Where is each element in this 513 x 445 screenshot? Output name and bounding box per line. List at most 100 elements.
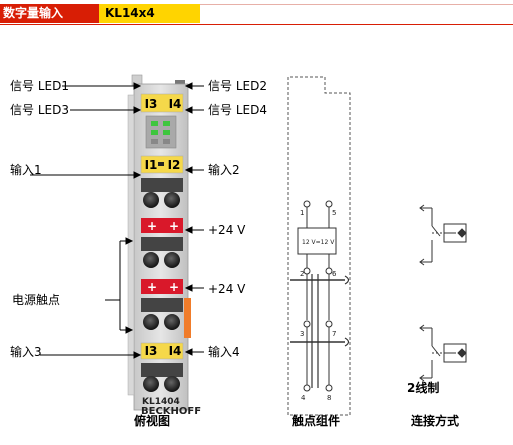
sensor-1 [419,204,467,266]
label-power2: +24 V [208,282,246,296]
arrow-icon [419,204,425,212]
terminal-pin-1 [303,200,311,208]
label-power-contacts: 电源触点 [12,293,61,307]
led-2 [163,121,170,126]
arrow-icon [133,351,142,359]
rail-connector [344,275,350,285]
label-led1: 信号 LED1 [10,79,69,93]
arrow-icon [419,324,425,332]
header-top-rule [200,4,513,5]
contact-screw [143,252,159,268]
arrow-icon [419,258,425,266]
leader-lines [30,82,204,359]
arrow-icon [184,166,193,174]
arrow-icon [133,171,142,179]
label-input4: 输入4 [208,345,240,359]
pin-label-1: 1 [300,209,304,217]
arrow-icon [184,106,193,114]
pin-label-8: 8 [327,394,331,402]
pin-label-5: 5 [332,209,336,217]
pin-label-4: 4 [301,394,306,402]
led-4 [163,130,170,135]
led-label-plate [140,93,184,113]
arrow-icon [133,106,142,114]
contact-slot [141,298,183,312]
contact-slot [141,178,183,192]
terminal-module: I3 I4 I1 I2 + + + + [127,74,201,417]
arrow-icon [125,326,134,334]
led-window [145,115,177,149]
arrow-icon [125,237,134,245]
switch-contact [431,225,441,237]
caption-front-view: 俯视图 [134,414,171,428]
power-plus-left: + [147,219,157,233]
led-3 [151,130,158,135]
bottom-tag-right: I4 [169,344,182,358]
module-brand-text: BECKHOFF [141,406,201,417]
led-1 [151,121,158,126]
header-model: KL14x4 [99,4,200,23]
pin-labels: 1 5 2 6 3 7 4 8 12 V=12 V [300,209,337,402]
terminal-pin-7 [325,320,333,328]
power-plate-1 [141,218,183,233]
bottom-label-plate [140,342,184,360]
contact-assembly-outline [287,76,351,416]
switch-contact [431,345,441,357]
contact-screw [143,376,159,392]
isolation-block [297,227,337,255]
label-led3: 信号 LED3 [10,103,69,117]
arrow-icon [184,82,193,90]
pin-label-6: 6 [332,270,337,278]
terminal-pin-8 [325,384,333,392]
contact-screw [164,376,180,392]
sensor-2 [419,324,467,382]
module-model-text: KL1404 [142,397,180,407]
pin-label-2: 2 [300,270,304,278]
power-plus-left: + [147,280,157,294]
arrow-icon [184,226,193,234]
terminal-pin-4 [303,384,311,392]
label-power1: +24 V [208,223,246,237]
bottom-tag-left: I3 [145,344,158,358]
isolation-block-label: 12 V=12 V [302,239,335,246]
input-tag-left: I1 [145,158,158,172]
contact-screw [164,192,180,208]
contact-slot [141,363,183,377]
label-led2: 信号 LED2 [208,79,267,93]
caption-connection: 连接方式 [411,414,460,428]
arrow-icon [133,82,142,90]
terminal-pin-2 [303,267,311,275]
power-plus-right: + [169,280,179,294]
terminal-pin-5 [325,200,333,208]
power-contact-orange [184,298,191,338]
arrow-icon [184,284,193,292]
terminal-pin-3 [303,320,311,328]
pin-label-3: 3 [300,330,304,338]
arrow-icon [419,374,425,382]
contact-screw [164,314,180,330]
led-tag-left: I3 [145,97,158,111]
sensor-diamond-icon [457,228,467,238]
label-input1: 输入1 [10,163,42,177]
label-input3: 输入3 [10,345,42,359]
assembly-outline [287,76,351,416]
module-rail [127,94,135,396]
led-6 [163,139,170,144]
led-tag-right: I4 [169,97,182,111]
rail-connector [344,337,350,347]
sensor-diamond-icon [457,348,467,358]
arrow-icon [184,348,193,356]
caption-two-wire: 2线制 [407,381,440,395]
contact-screw [164,252,180,268]
header-category: 数字量输入 [0,4,99,23]
contact-screw [143,314,159,330]
label-led4: 信号 LED4 [208,103,267,117]
power-plate-2 [141,279,183,294]
input-tag-divider [158,162,164,166]
contact-screw [143,192,159,208]
power-plus-right: + [169,219,179,233]
contact-assembly-circuit [290,200,350,392]
input-tag-right: I2 [168,158,181,172]
caption-contact-assembly: 触点组件 [292,414,341,428]
